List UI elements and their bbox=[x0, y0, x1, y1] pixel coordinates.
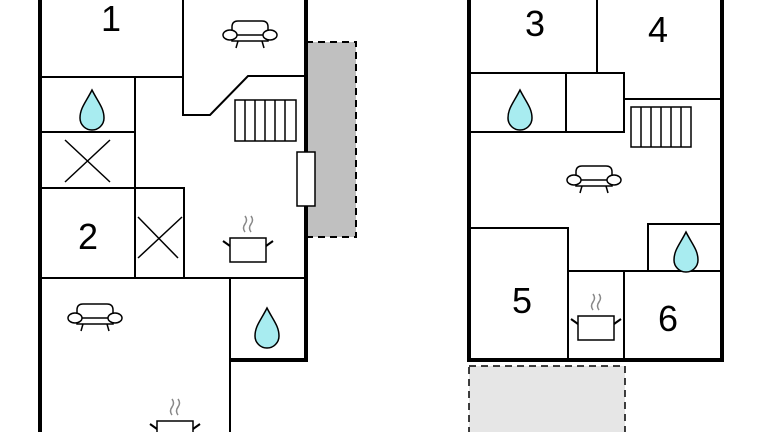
water-drop-icon bbox=[254, 307, 280, 349]
room-label: 3 bbox=[525, 3, 545, 44]
water-drop-icon bbox=[79, 89, 105, 131]
bed-cross-icon bbox=[137, 216, 183, 259]
water-drop-icon bbox=[507, 89, 533, 131]
room-label: 5 bbox=[512, 280, 532, 321]
window-icon bbox=[296, 151, 316, 207]
terrace-area bbox=[305, 41, 357, 238]
room-label: 1 bbox=[101, 0, 121, 39]
room-label: 4 bbox=[648, 9, 668, 50]
sofa-icon bbox=[566, 165, 622, 194]
bed-cross-icon bbox=[64, 139, 111, 183]
stairs-icon bbox=[234, 99, 297, 142]
ground-floor-plan: 1 2 bbox=[38, 0, 357, 432]
room-label: 2 bbox=[78, 216, 98, 257]
cooking-pot-icon bbox=[222, 215, 274, 263]
cooking-pot-icon bbox=[149, 398, 201, 432]
upper-floor-plan: 3 4 5 6 bbox=[467, 0, 724, 432]
balcony-area bbox=[468, 365, 626, 432]
interior-walls bbox=[469, 0, 722, 360]
cooking-pot-icon bbox=[570, 293, 622, 341]
room-label: 6 bbox=[658, 298, 678, 339]
stairs-icon bbox=[630, 106, 692, 148]
water-drop-icon bbox=[673, 231, 699, 273]
sofa-icon bbox=[222, 20, 278, 49]
interior-walls bbox=[40, 0, 306, 432]
sofa-icon bbox=[67, 303, 123, 332]
exterior-walls bbox=[467, 0, 724, 362]
exterior-walls bbox=[38, 0, 308, 432]
